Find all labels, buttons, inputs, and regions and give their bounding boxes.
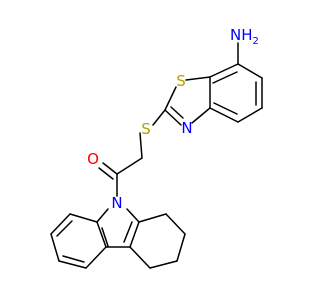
atom-labels: NH2 S S N O N (87, 26, 259, 212)
bond (139, 132, 143, 159)
bond (129, 221, 140, 248)
bond (85, 246, 107, 269)
bond (138, 213, 167, 223)
thioether-sulfur-label: S (141, 120, 151, 138)
bond (50, 233, 60, 262)
bond (116, 157, 143, 175)
bond (129, 246, 151, 269)
thiazole-sulfur-label: S (176, 72, 186, 90)
thiazole-nitrogen-label: N (181, 119, 192, 137)
bonds (50, 42, 263, 269)
bond (96, 208, 109, 223)
bond (62, 255, 85, 263)
bond (185, 76, 211, 81)
bond (237, 107, 263, 123)
bond (56, 220, 73, 237)
molecule-diagram: NH2 S S N O N (50, 26, 263, 269)
bond (237, 63, 263, 79)
bond (96, 221, 107, 248)
bond (165, 213, 186, 235)
bond (191, 107, 211, 124)
bond (164, 109, 182, 126)
bond (209, 63, 239, 78)
bond (102, 162, 118, 175)
amine-symbol: NH2 (230, 26, 259, 47)
bond (50, 213, 71, 235)
bond (164, 86, 177, 111)
bond (58, 260, 87, 269)
amine-label: NH2 (230, 26, 259, 47)
bond (152, 109, 166, 126)
bond (126, 208, 140, 223)
bond (149, 260, 178, 269)
bond (101, 227, 109, 247)
bond (209, 107, 239, 123)
bond (123, 221, 133, 243)
bond (170, 106, 184, 119)
carbonyl-oxygen-label: O (87, 150, 99, 168)
bond (69, 213, 98, 223)
bond (176, 233, 186, 262)
bond (212, 71, 238, 84)
structure-canvas: NH2 S S N O N (50, 26, 263, 269)
carbazole-nitrogen-label: N (111, 194, 122, 212)
bond (213, 102, 238, 115)
bond (98, 167, 114, 180)
